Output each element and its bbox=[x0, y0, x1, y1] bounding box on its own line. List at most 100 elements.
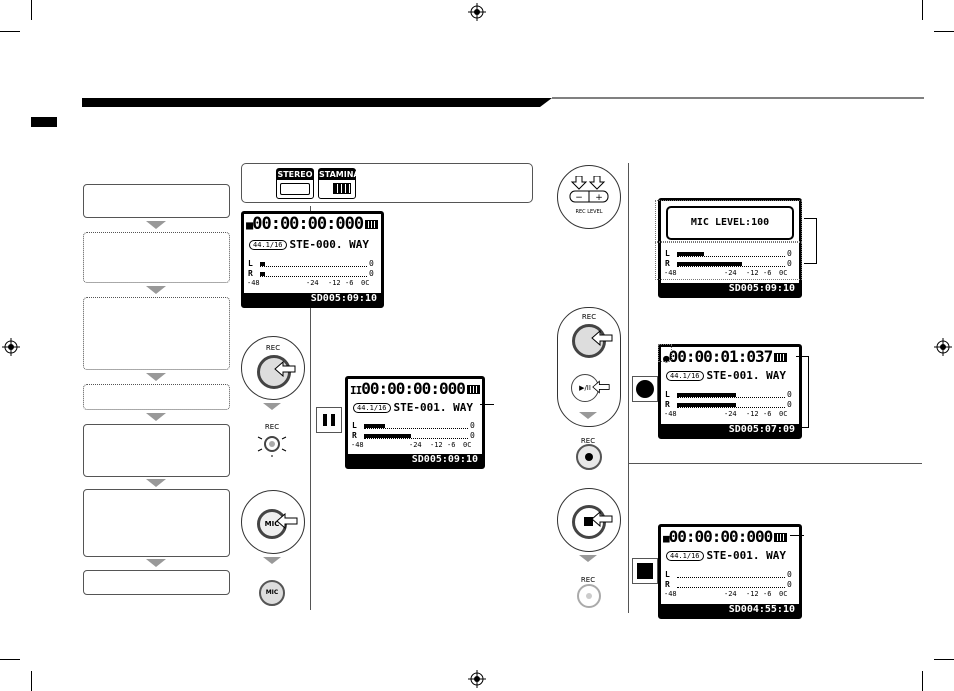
lcd-filename: STE-001. WAY bbox=[706, 369, 786, 382]
format-badge: 44.1/16 bbox=[666, 371, 704, 381]
callout-line bbox=[480, 404, 494, 405]
meter-peak-mark: 0 bbox=[787, 400, 792, 409]
crop-mark bbox=[31, 0, 32, 20]
scale-tick-label: -24 bbox=[724, 269, 737, 277]
mic-label: MIC bbox=[257, 509, 287, 539]
meter-track bbox=[677, 252, 785, 257]
scale-tick-label: -6 bbox=[345, 279, 354, 287]
flow-step bbox=[83, 297, 230, 370]
remaining-time: SD005:09:10 bbox=[661, 283, 799, 295]
meter-bar-l bbox=[364, 424, 385, 428]
divider bbox=[628, 463, 922, 464]
meter-peak-mark: 0 bbox=[787, 570, 792, 579]
meter-track bbox=[677, 583, 785, 588]
scale-tick-label: -6 bbox=[447, 441, 456, 449]
hand-pointer-icon bbox=[276, 513, 298, 529]
rec-label: REC bbox=[580, 576, 596, 584]
scale-tick-label: 0C bbox=[361, 279, 370, 287]
lcd-filename: STE-000. WAY bbox=[289, 238, 369, 251]
divider bbox=[628, 163, 629, 613]
down-arrow-icon bbox=[146, 373, 166, 381]
header-bar bbox=[82, 97, 924, 107]
stop-button-illustration bbox=[557, 488, 621, 552]
meter-track bbox=[364, 434, 468, 439]
hand-pointer-icon bbox=[591, 330, 613, 346]
flow-step bbox=[83, 424, 230, 477]
scale-tick-label: 0C bbox=[779, 410, 788, 418]
scale-tick-label: -24 bbox=[724, 590, 737, 598]
lcd-time: 00:00:01:037 bbox=[668, 347, 774, 366]
format-badge: 44.1/16 bbox=[249, 240, 287, 250]
rec-label: REC bbox=[581, 313, 597, 321]
scale-tick-label: -6 bbox=[763, 590, 772, 598]
lcd-filename: STE-001. WAY bbox=[706, 549, 786, 562]
meter-channel-l: L bbox=[248, 259, 253, 268]
format-badge: 44.1/16 bbox=[353, 403, 391, 413]
scale-tick-label: -48 bbox=[664, 269, 677, 277]
down-arrow-icon bbox=[263, 403, 281, 410]
meter-peak-mark: 0 bbox=[787, 580, 792, 589]
highlight-frame bbox=[658, 344, 672, 362]
scale-tick-label: -12 bbox=[746, 590, 759, 598]
rec-button-illustration: REC bbox=[241, 336, 305, 400]
stamina-mode-icon: STAMINA bbox=[318, 168, 360, 199]
meter-bar-r bbox=[677, 403, 736, 407]
hand-pointer-icon bbox=[592, 380, 610, 394]
meter-track bbox=[677, 403, 785, 408]
meter-peak-mark: 0 bbox=[787, 390, 792, 399]
meter-channel-l: L bbox=[665, 570, 670, 579]
stop-icon bbox=[632, 558, 658, 584]
flow-step bbox=[83, 184, 230, 218]
record-icon bbox=[632, 376, 658, 402]
scale-tick-label: 0C bbox=[463, 441, 472, 449]
meter-track bbox=[260, 272, 367, 277]
rec-led-on-icon bbox=[576, 444, 602, 470]
scale-tick-label: -48 bbox=[664, 590, 677, 598]
mic-level-popup: MIC LEVEL:100 bbox=[666, 206, 794, 240]
meter-channel-r: R bbox=[352, 431, 357, 440]
rec-level-button-illustration: − + REC LEVEL bbox=[557, 165, 621, 229]
crosshair-circle-icon bbox=[934, 338, 952, 356]
crop-mark bbox=[0, 31, 20, 32]
meter-bar-l bbox=[260, 262, 265, 266]
crop-mark bbox=[922, 0, 923, 20]
battery-icon bbox=[774, 533, 788, 542]
flow-step bbox=[83, 489, 230, 557]
crop-mark bbox=[934, 31, 954, 32]
remaining-time: SD004:55:10 bbox=[661, 604, 799, 616]
scale-tick-label: -6 bbox=[763, 269, 772, 277]
scale-tick-label: -24 bbox=[409, 441, 422, 449]
flow-step bbox=[83, 384, 230, 410]
scale-tick-label: -24 bbox=[306, 279, 319, 287]
crop-mark bbox=[934, 659, 954, 660]
svg-text:+: + bbox=[595, 193, 603, 203]
scale-tick-label: -6 bbox=[763, 410, 772, 418]
scale-tick-label: -12 bbox=[746, 410, 759, 418]
flow-step bbox=[83, 232, 230, 283]
crop-mark bbox=[31, 671, 32, 691]
scale-tick-label: -12 bbox=[328, 279, 341, 287]
down-arrow-icon bbox=[146, 559, 166, 567]
crosshair-circle-icon bbox=[2, 338, 20, 356]
highlight-frame bbox=[655, 200, 802, 242]
scale-tick-label: -48 bbox=[664, 410, 677, 418]
meter-channel-l: L bbox=[665, 390, 670, 399]
scale-tick-label: -12 bbox=[746, 269, 759, 277]
rec-led-off-icon bbox=[577, 584, 601, 608]
meter-channel-l: L bbox=[352, 421, 357, 430]
crosshair-circle-icon bbox=[468, 3, 486, 21]
mode-callout: STEREO STAMINA bbox=[241, 163, 533, 203]
svg-text:−: − bbox=[575, 193, 583, 203]
rec-play-button-illustration: REC ▶/II bbox=[557, 307, 621, 427]
meter-peak-mark: 0 bbox=[369, 269, 374, 278]
remaining-time: SD005:09:10 bbox=[348, 454, 482, 466]
down-arrow-icon bbox=[579, 412, 597, 419]
remaining-time: SD005:09:10 bbox=[244, 293, 381, 305]
meter-peak-mark: 0 bbox=[787, 259, 792, 268]
meter-track bbox=[677, 393, 785, 398]
